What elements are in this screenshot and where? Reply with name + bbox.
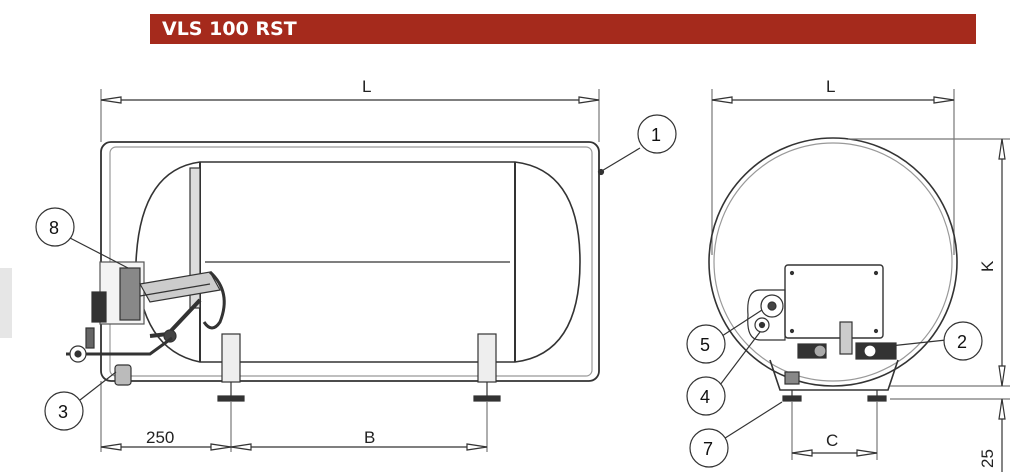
callout-3 [44, 391, 84, 431]
callout-4 [686, 376, 726, 416]
dim-label-feet-spacing-side: C [826, 431, 838, 450]
dim-label-feet-spacing: B [364, 428, 375, 447]
drain-valve-icon [114, 364, 132, 386]
dim-label-length: L [362, 77, 371, 96]
callout-1 [637, 114, 677, 154]
front-foot-left [217, 333, 245, 402]
dim-label-width: L [826, 77, 835, 96]
callout-8 [35, 207, 75, 247]
side-tab [0, 268, 12, 338]
product-title: VLS 100 RST [162, 18, 297, 40]
callout-2 [943, 321, 983, 361]
svg-text:5: 5 [700, 335, 710, 355]
svg-text:3: 3 [58, 402, 68, 422]
callout-7 [689, 428, 729, 468]
side-view: L K [686, 77, 1010, 472]
control-box [784, 264, 884, 339]
tank-outline [708, 137, 958, 387]
svg-text:2: 2 [957, 332, 967, 352]
dim-label-height: K [978, 260, 997, 272]
front-foot-right [473, 333, 501, 402]
svg-text:7: 7 [703, 439, 713, 459]
mounting-bracket [769, 359, 899, 391]
svg-text:8: 8 [49, 218, 59, 238]
dim-label-foot-height: 25 [978, 449, 997, 468]
title-bar: VLS 100 RST [150, 14, 976, 44]
dim-label-offset: 250 [146, 428, 174, 447]
callout-5 [686, 324, 726, 364]
svg-text:1: 1 [651, 125, 661, 145]
front-view: L [35, 77, 677, 452]
heating-flange [91, 261, 226, 343]
svg-text:4: 4 [700, 387, 710, 407]
